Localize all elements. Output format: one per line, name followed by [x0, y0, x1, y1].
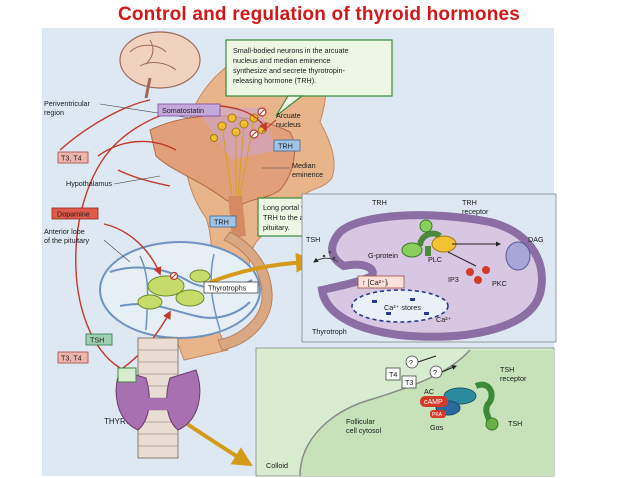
median-eminence-label-2: eminence: [292, 170, 323, 179]
inhibition-symbols: [169, 107, 267, 281]
camp-label: cAMP: [424, 399, 443, 406]
periventricular-label-1: Periventricular: [44, 99, 91, 108]
callout-line-1: Small-bodied neurons in the arcuate: [233, 46, 348, 55]
thyrotroph-panel: TRH TRH receptor TSH G-protein PLC DAG I…: [301, 193, 557, 343]
q2-label: ?: [433, 368, 437, 377]
dag-label: DAG: [528, 235, 544, 244]
follicular-panel: ? ? T4 T3 AC cAMP PKA TSH receptor Gαs T…: [255, 347, 555, 477]
thyroid-gland-illustration: [115, 337, 201, 459]
somatostatin-label: Somatostatin: [162, 106, 204, 115]
anterior-lobe-label-1: Anterior lobe: [44, 227, 85, 236]
g-alpha-label: Gαs: [430, 423, 444, 432]
thyrotroph-cell-label: Thyrotroph: [312, 327, 347, 336]
cytosol-label-1: Follicular: [346, 417, 375, 426]
brain-icon: [119, 31, 201, 99]
left-labels: Periventricular region Somatostatin Arcu…: [44, 99, 323, 426]
pka-label: PKA: [432, 412, 443, 418]
trh-receptor-label-1: TRH: [462, 198, 477, 207]
callout-line-3: synthesize and secrete thyrotropin-: [233, 66, 345, 75]
t3-label: T3: [405, 378, 413, 387]
portal-line-2: TRH to the anterior: [263, 213, 325, 222]
cell-tsh-label: TSH: [306, 235, 320, 244]
tsh-box-label: TSH: [90, 336, 104, 345]
t4-label: T4: [389, 370, 397, 379]
tsh-receptor-label-2: receptor: [500, 374, 527, 383]
arcuate-label-2: nucleus: [276, 120, 301, 129]
tsh-receptor-label-1: TSH: [500, 365, 514, 374]
median-eminence-label-1: Median: [292, 161, 316, 170]
follicular-tsh-label: TSH: [508, 419, 522, 428]
trh-upper-label: TRH: [278, 142, 293, 151]
callout-line-2: nucleus and median eminence: [233, 56, 331, 65]
periventricular-label-2: region: [44, 108, 64, 117]
hypothalamus-label: Hypothalamus: [66, 179, 112, 188]
plc-label: PLC: [428, 255, 442, 264]
pkc-label: PKC: [492, 279, 507, 288]
anterior-lobe-label-2: of the pituitary: [44, 236, 90, 245]
trh-receptor-label-2: receptor: [462, 207, 489, 216]
thyroid-label: THYROID: [104, 417, 140, 426]
feedback-loops: [59, 99, 277, 371]
colloid-label: Colloid: [266, 461, 288, 470]
ca-stores-label: Ca²⁺ stores: [384, 303, 421, 312]
t3t4-upper-label: T3, T4: [61, 154, 82, 163]
trh-neurons-callout: Small-bodied neurons in the arcuate nucl…: [225, 39, 393, 117]
portal-line-3: pituitary.: [263, 223, 290, 232]
ac-label: AC: [424, 387, 434, 396]
trh-lower-label: TRH: [214, 218, 229, 227]
ip3-label: IP3: [448, 275, 459, 284]
cytosol-label-2: cell cytosol: [346, 426, 382, 435]
thyrotrophs-label: Thyrotrophs: [208, 284, 247, 293]
dopamine-label: Dopamine: [57, 210, 90, 219]
ca-up-label: ↑ [Ca²⁺]ᵢ: [362, 278, 388, 287]
ca-label: Ca²⁺: [436, 315, 452, 324]
arcuate-label-1: Arcuate: [276, 111, 301, 120]
g-protein-label: G-protein: [368, 251, 398, 260]
t3t4-lower-label: T3, T4: [61, 354, 82, 363]
q1-label: ?: [409, 358, 413, 367]
page-title: Control and regulation of thyroid hormon…: [117, 4, 521, 25]
callout-line-4: releasing hormone (TRH).: [233, 76, 316, 85]
anterior-pituitary-tissue: [99, 231, 273, 351]
cell-trh-label: TRH: [372, 198, 387, 207]
